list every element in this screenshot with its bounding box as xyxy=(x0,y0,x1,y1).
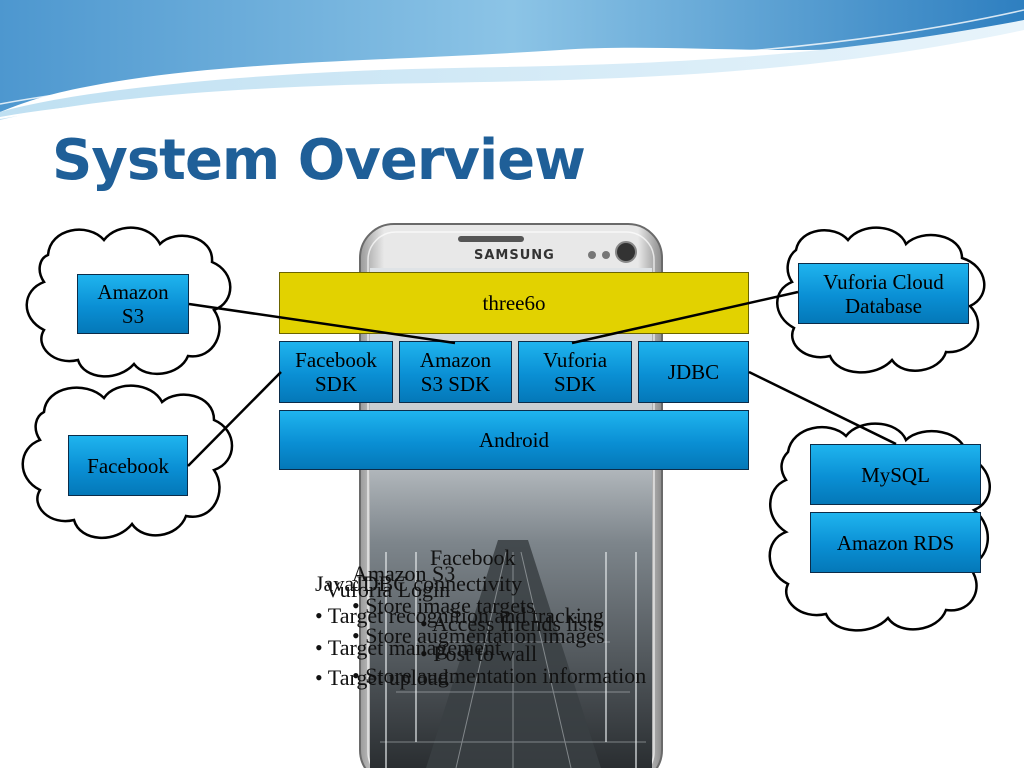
app-layer-label: three6o xyxy=(482,290,546,315)
note-text: • Target management xyxy=(315,635,502,660)
service-line1: Amazon xyxy=(97,280,169,304)
note-text: Facebook xyxy=(430,545,516,570)
note-text: • Access friends lists xyxy=(420,611,602,636)
connector-facebook xyxy=(187,371,282,467)
service-line1: Vuforia Cloud xyxy=(823,269,944,294)
service-label: Facebook xyxy=(87,453,169,478)
note-text: Amazon S3 xyxy=(352,561,456,586)
note-text: • Store augmentation information xyxy=(352,663,647,688)
sdk-block-line2: S3 SDK xyxy=(420,372,491,396)
note-text: • Store image targets xyxy=(352,593,535,618)
sdk-block-line1: JDBC xyxy=(667,360,720,384)
note-text: • Post to wall xyxy=(420,641,538,666)
sdk-block-line2: SDK xyxy=(314,372,357,396)
service-facebook: Facebook xyxy=(68,435,188,496)
page-title: System Overview xyxy=(52,128,586,193)
header-wave-decoration xyxy=(0,0,1024,120)
sdk-block-jdbc: JDBC xyxy=(638,341,749,403)
sdk-block-line1: Vuforia xyxy=(542,348,608,372)
note-text: • Target upload xyxy=(315,665,449,690)
service-line2: Database xyxy=(845,293,922,318)
service-label: Amazon RDS xyxy=(836,530,955,555)
service-label: MySQL xyxy=(861,462,930,487)
sdk-block-line1: Amazon xyxy=(419,348,492,372)
platform-layer-android: Android xyxy=(279,410,749,470)
connector-s3 xyxy=(188,302,456,345)
platform-layer-label: Android xyxy=(479,428,549,452)
note-text: Vuforia Login xyxy=(325,577,451,602)
connector-jdbc xyxy=(748,370,897,446)
note-text: JavaJDBC connectivity xyxy=(315,571,523,596)
service-line2: S3 xyxy=(121,304,145,328)
phone-brand-label: SAMSUNG xyxy=(474,248,555,263)
note-text: • Target recognition and tracking xyxy=(315,603,604,628)
connector-vuforia xyxy=(571,290,799,345)
sdk-block-line1: Facebook xyxy=(295,348,377,372)
sdk-block-line2: SDK xyxy=(553,372,596,396)
note-text: • Store augmentation images xyxy=(352,623,605,648)
app-layer-three6o: three6o xyxy=(279,272,749,334)
service-amazon-rds: Amazon RDS xyxy=(810,512,981,573)
